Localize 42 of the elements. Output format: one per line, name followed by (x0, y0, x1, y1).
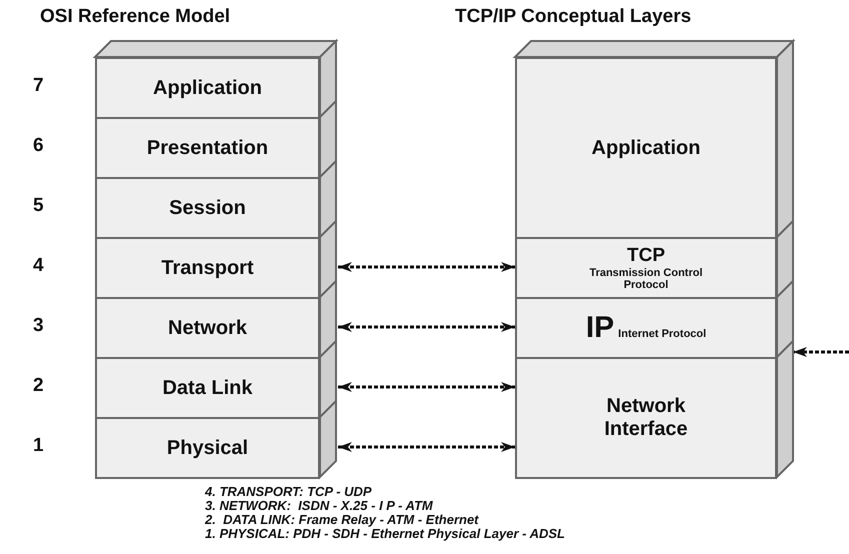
layer-number: 6 (33, 135, 44, 157)
layer-name: Network Interface (603, 395, 689, 441)
layer-box (95, 117, 320, 179)
layer-box (515, 237, 777, 299)
layer-number: 4 (33, 255, 44, 277)
double-headed-arrow (338, 262, 515, 272)
protocol-note: 3. NETWORK: ISDN - X.25 - I P - ATM (205, 498, 433, 513)
layer-name: Physical (166, 436, 248, 460)
layer-name: Application (153, 76, 262, 100)
layer-subtitle: Internet Protocol (618, 328, 706, 340)
protocol-note: 4. TRANSPORT: TCP - UDP (205, 484, 372, 499)
layer-subtitle: Transmission Control Protocol (588, 267, 704, 291)
protocol-note: 1. PHYSICAL: PDH - SDH - Ethernet Physical Layer - ADSL (205, 526, 565, 541)
layer-box (515, 357, 777, 479)
layer-box (95, 297, 320, 359)
column-heading: TCP/IP Conceptual Layers (455, 6, 692, 28)
layer-box (515, 57, 777, 239)
layer-box (95, 417, 320, 479)
layer-number: 7 (33, 75, 44, 97)
layer-box (95, 177, 320, 239)
layer-name: TCP (627, 245, 665, 267)
layer-number: 5 (33, 195, 44, 217)
arrow (793, 347, 849, 357)
layer-name: Data Link (162, 376, 253, 400)
double-headed-arrow (338, 322, 515, 332)
layer-name: IP (586, 311, 614, 344)
layer-name: Transport (161, 256, 254, 280)
layer-name: Application (592, 136, 700, 160)
layer-number: 2 (33, 375, 44, 397)
layer-name: Session (169, 196, 246, 220)
layer-number: 3 (33, 315, 44, 337)
protocol-note: 2. DATA LINK: Frame Relay - ATM - Ethernet (205, 512, 479, 527)
layer-box (95, 57, 320, 119)
layer-name: Network (168, 316, 247, 340)
layer-number: 1 (33, 435, 44, 457)
double-headed-arrow (338, 442, 515, 452)
layer-name: Presentation (146, 136, 268, 160)
column-heading: OSI Reference Model (40, 6, 230, 28)
layer-box (95, 237, 320, 299)
double-headed-arrow (338, 382, 515, 392)
layer-box (515, 297, 777, 359)
layer-box (95, 357, 320, 419)
